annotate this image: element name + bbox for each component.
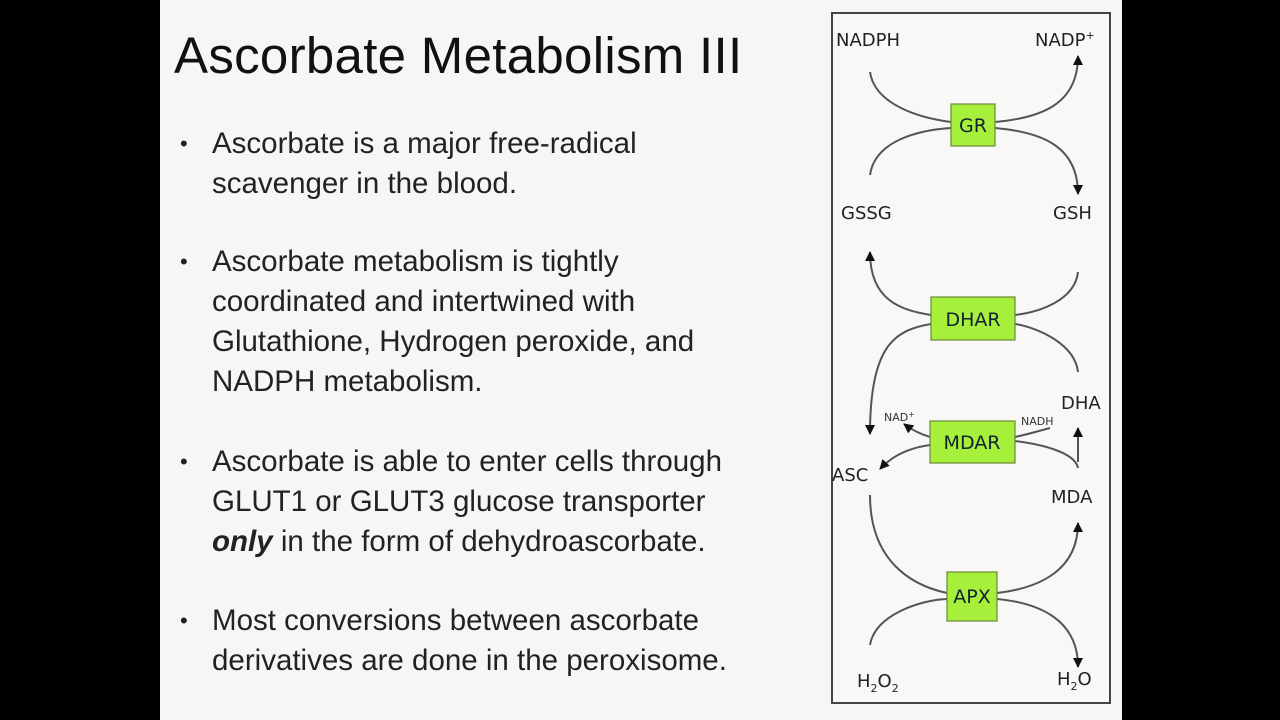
enzyme-label: APX xyxy=(953,586,990,608)
bullet-text: Ascorbate metabolism is tightly xyxy=(212,245,619,278)
arrow-asc-apx xyxy=(869,494,948,594)
enzyme-mdar: MDAR xyxy=(929,420,1016,464)
arrow-dhar-gssg xyxy=(865,251,932,316)
arrow-gr-gsh xyxy=(994,127,1083,195)
arrow-gssg-gr xyxy=(869,127,952,176)
label-h2o: H2O xyxy=(1057,669,1092,693)
bullet-text-rest: in the form of dehydroascorbate. xyxy=(272,525,706,558)
emphasis-only: only xyxy=(212,525,273,558)
bullet-text: NADPH metabolism. xyxy=(212,365,483,398)
arrow-nadh-mdar xyxy=(1014,427,1051,438)
label-nadp: NADP+ xyxy=(1035,29,1095,51)
enzyme-label: MDAR xyxy=(944,432,1001,454)
bullet-text: only in the form of dehydroascorbate. xyxy=(212,522,812,562)
label-dha: DHA xyxy=(1061,393,1101,414)
bullet-text: Most conversions between ascorbate xyxy=(212,604,700,637)
label-h2o2: H2O2 xyxy=(857,671,899,695)
arrow-gsh-dhar xyxy=(1014,271,1079,316)
label-nadh: NADH xyxy=(1021,415,1054,428)
label-nad: NAD+ xyxy=(884,410,915,424)
bullet-text: derivatives are done in the peroxisome. xyxy=(212,644,727,677)
arrow-apx-mda xyxy=(996,522,1083,594)
enzyme-gr: GR xyxy=(950,103,996,147)
bullet-text: Glutathione, Hydrogen peroxide, and xyxy=(212,325,695,358)
bullet-dot: • xyxy=(180,249,188,274)
bullet-text: GLUT1 or GLUT3 glucose transporter xyxy=(212,485,706,518)
arrow-dha-dhar xyxy=(1014,323,1079,373)
label-mda: MDA xyxy=(1051,487,1093,508)
enzyme-label: DHAR xyxy=(945,309,1000,331)
arrow-h2o2-apx xyxy=(869,598,948,646)
label-nadph: NADPH xyxy=(836,30,900,51)
enzyme-dhar: DHAR xyxy=(930,296,1016,341)
label-asc: ASC xyxy=(832,465,868,486)
bullet-text: scavenger in the blood. xyxy=(212,167,518,200)
bullet-text: coordinated and intertwined with xyxy=(212,285,636,318)
bullet-dot: • xyxy=(180,608,188,633)
label-gsh: GSH xyxy=(1053,203,1092,224)
arrow-gr-nadp xyxy=(994,55,1083,123)
enzyme-label: GR xyxy=(959,115,987,137)
bullet-text: Ascorbate is a major free-radical xyxy=(212,127,637,160)
slide-title: Ascorbate Metabolism III xyxy=(174,27,743,84)
arrow-nadph-gr xyxy=(869,71,952,123)
arrow-apx-h2o xyxy=(996,598,1083,668)
enzyme-apx: APX xyxy=(946,571,998,622)
arrow-mda-mdar xyxy=(1014,440,1079,469)
bullet-dot: • xyxy=(180,131,188,156)
arrow-dhar-asc xyxy=(865,323,932,435)
bullet-text: Ascorbate is able to enter cells through xyxy=(212,445,722,478)
arrow-mdar-asc xyxy=(879,444,931,470)
label-gssg: GSSG xyxy=(841,203,892,224)
bullet-dot: • xyxy=(180,449,188,474)
arrow-mdar-nad xyxy=(903,423,931,438)
